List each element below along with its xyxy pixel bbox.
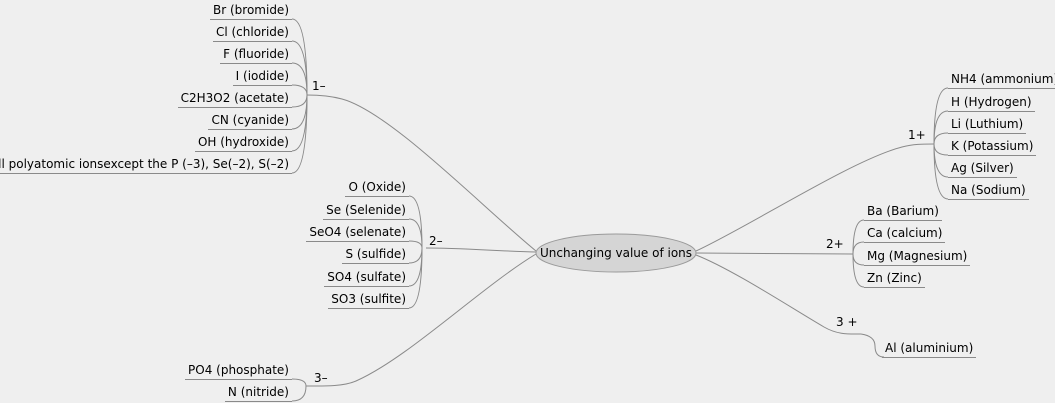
node-ag[interactable]: Ag (Silver)	[948, 161, 1017, 178]
node-oh[interactable]: OH (hydroxide)	[194, 135, 292, 152]
node-mg[interactable]: Mg (Magnesium)	[864, 249, 971, 266]
node-o[interactable]: O (Oxide)	[345, 180, 409, 197]
node-cn[interactable]: CN (cyanide)	[208, 113, 292, 130]
root-node-label[interactable]: Unchanging value of ions	[539, 246, 693, 260]
edge-1-plus-ag	[933, 143, 949, 178]
branch-2-minus[interactable]: 2–	[429, 234, 443, 248]
node-k[interactable]: K (Potassium)	[948, 139, 1037, 156]
branch-3-minus[interactable]: 3–	[314, 371, 328, 385]
node-ca[interactable]: Ca (calcium)	[864, 226, 946, 243]
edge-1-plus-na	[933, 143, 949, 200]
edge-1-plus-h	[933, 110, 949, 145]
edge-1-minus-cl	[291, 40, 308, 96]
edge-1-minus-oh	[291, 94, 308, 152]
edge-3-minus-po4	[291, 378, 307, 387]
node-s[interactable]: S (sulfide)	[342, 247, 409, 264]
edge-2-plus-zn	[852, 253, 865, 288]
edge-1-minus-i	[291, 84, 308, 96]
node-se[interactable]: Se (Selenide)	[323, 203, 409, 220]
node-cl[interactable]: Cl (chloride)	[212, 25, 292, 42]
node-f[interactable]: F (fluoride)	[220, 47, 292, 64]
edge-2-minus-o	[408, 195, 423, 249]
branch-1-plus[interactable]: 1+	[908, 128, 926, 142]
edge-2-minus-so4	[408, 247, 423, 287]
node-so4[interactable]: SO4 (sulfate)	[324, 270, 409, 287]
edge-2-minus-seo4	[408, 240, 423, 249]
edge-2-plus-mg	[852, 253, 865, 266]
root-ellipse[interactable]	[535, 233, 697, 273]
edge-3-minus-n	[291, 385, 307, 402]
edge-root-to-2-minus	[425, 247, 537, 253]
node-c2h3o2[interactable]: C2H3O2 (acetate)	[177, 91, 292, 108]
branch-2-plus[interactable]: 2+	[826, 237, 844, 251]
node-so3[interactable]: SO3 (sulfite)	[328, 292, 409, 309]
node-po4[interactable]: PO4 (phosphate)	[185, 363, 292, 380]
edge-1-minus-polyatomic	[291, 94, 308, 174]
edge-2-minus-se	[408, 218, 423, 249]
edge-1-plus-nh4	[933, 87, 949, 145]
edge-1-plus-k	[933, 143, 949, 156]
edge-root-to-2-plus	[695, 252, 854, 255]
node-ba[interactable]: Ba (Barium)	[864, 204, 942, 221]
edge-2-minus-s	[408, 247, 423, 264]
node-i[interactable]: I (iodide)	[232, 69, 292, 86]
node-al[interactable]: Al (aluminium)	[882, 341, 977, 358]
node-polyatomic[interactable]: All polyatomic ionsexcept the P (–3), Se…	[0, 157, 292, 174]
branch-3-plus[interactable]: 3 +	[836, 315, 858, 329]
node-n[interactable]: N (nitride)	[224, 385, 292, 402]
edge-3-plus-al	[860, 333, 885, 358]
edge-1-minus-br	[291, 18, 308, 96]
edge-1-minus-c2h3o2	[291, 94, 308, 108]
node-h[interactable]: H (Hydrogen)	[948, 95, 1035, 112]
edge-2-plus-ba	[852, 219, 865, 255]
node-seo4[interactable]: SeO4 (selenate)	[306, 225, 409, 242]
branch-1-minus[interactable]: 1–	[312, 79, 326, 93]
node-na[interactable]: Na (Sodium)	[948, 183, 1029, 200]
node-nh4[interactable]: NH4 (ammonium)	[948, 72, 1055, 89]
edge-2-minus-so3	[408, 247, 423, 309]
node-li[interactable]: Li (Luthium)	[948, 117, 1027, 134]
edge-1-minus-f	[291, 62, 308, 96]
edge-1-minus-cn	[291, 94, 308, 130]
edge-1-plus-li	[933, 132, 949, 145]
node-zn[interactable]: Zn (Zinc)	[864, 271, 925, 288]
node-br[interactable]: Br (bromide)	[210, 3, 292, 20]
edge-2-plus-ca	[852, 241, 865, 255]
